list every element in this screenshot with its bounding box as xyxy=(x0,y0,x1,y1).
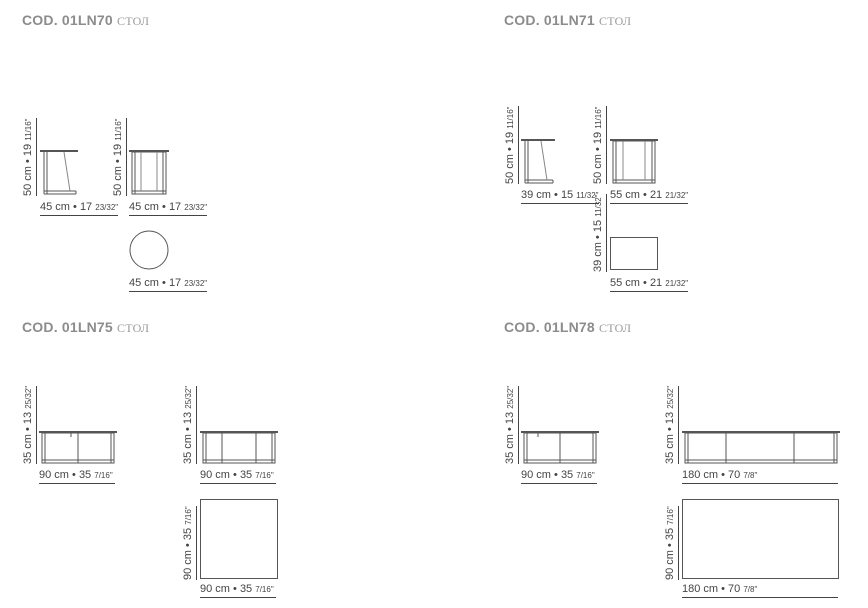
top-view-drawing xyxy=(682,499,839,579)
product-code: COD. 01LN71 xyxy=(504,12,595,28)
front-height-dim: 35 cm • 13 25/32" xyxy=(182,385,197,464)
product-code: COD. 01LN75 xyxy=(22,319,113,335)
product-word: СТОЛ xyxy=(117,321,150,335)
top-height-dim: 90 cm • 35 7/16" xyxy=(664,506,679,580)
product-code: COD. 01LN78 xyxy=(504,319,595,335)
side-height-dim: 35 cm • 13 25/32" xyxy=(22,385,37,464)
top-width-dim: 180 cm • 70 7/8" xyxy=(682,583,838,598)
product-word: СТОЛ xyxy=(117,14,150,28)
top-view-drawing xyxy=(610,237,658,270)
side-height-dim: 35 cm • 13 25/32" xyxy=(504,385,519,464)
top-height-dim: 39 cm • 15 11/32" xyxy=(592,194,607,272)
front-view-drawing xyxy=(682,431,840,464)
side-width-dim: 90 cm • 35 7/16" xyxy=(521,469,597,484)
front-height-dim: 50 cm • 19 11/16" xyxy=(592,106,607,184)
top-height-dim: 90 cm • 35 7/16" xyxy=(182,506,197,580)
side-height-dim: 50 cm • 19 11/16" xyxy=(22,118,37,196)
front-width-dim: 45 cm • 17 23/32" xyxy=(129,201,208,216)
side-view-drawing xyxy=(521,139,555,184)
section-title-01ln71: COD. 01LN71 СТОЛ xyxy=(504,12,631,29)
front-view-drawing xyxy=(129,150,169,195)
product-code: COD. 01LN70 xyxy=(22,12,113,28)
front-view-drawing xyxy=(610,139,658,184)
front-height-dim: 50 cm • 19 11/16" xyxy=(112,118,127,196)
top-view-drawing xyxy=(200,499,278,579)
front-width-dim: 90 cm • 35 7/16" xyxy=(200,469,276,484)
section-title-01ln75: COD. 01LN75 СТОЛ xyxy=(22,319,149,336)
product-word: СТОЛ xyxy=(599,14,632,28)
side-width-dim: 90 cm • 35 7/16" xyxy=(39,469,115,484)
top-width-dim: 45 cm • 17 23/32" xyxy=(129,277,208,292)
top-view-drawing xyxy=(129,230,169,270)
side-view-drawing xyxy=(521,431,599,464)
front-view-drawing xyxy=(200,431,278,464)
side-view-drawing xyxy=(40,150,78,195)
side-view-drawing xyxy=(39,431,117,464)
side-height-dim: 50 cm • 19 11/16" xyxy=(504,106,519,184)
side-width-dim: 45 cm • 17 23/32" xyxy=(40,201,119,216)
section-title-01ln78: COD. 01LN78 СТОЛ xyxy=(504,319,631,336)
side-width-dim: 39 cm • 15 11/32" xyxy=(521,189,599,204)
section-title-01ln70: COD. 01LN70 СТОЛ xyxy=(22,12,149,29)
front-width-dim: 180 cm • 70 7/8" xyxy=(682,469,838,484)
top-width-dim: 90 cm • 35 7/16" xyxy=(200,583,276,598)
product-word: СТОЛ xyxy=(599,321,632,335)
top-width-dim: 55 cm • 21 21/32" xyxy=(610,277,689,292)
front-width-dim: 55 cm • 21 21/32" xyxy=(610,189,689,204)
front-height-dim: 35 cm • 13 25/32" xyxy=(664,385,679,464)
